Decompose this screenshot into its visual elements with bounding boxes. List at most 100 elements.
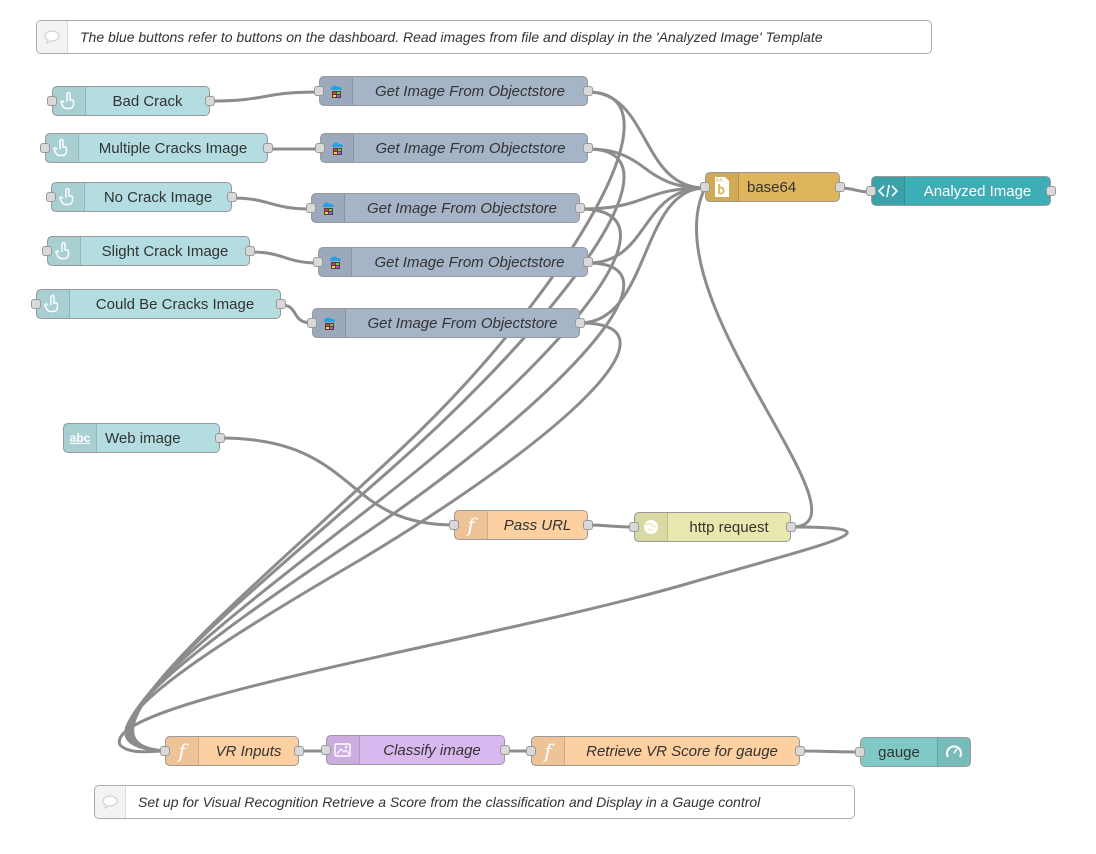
node-label: Analyzed Image (923, 182, 1032, 200)
cloud-storage-icon (312, 194, 345, 222)
objectstore-node-3[interactable]: Get Image From Objectstore (306, 193, 585, 223)
output-port[interactable] (294, 746, 304, 756)
hand-pointer-icon (46, 134, 79, 162)
input-port[interactable] (46, 192, 56, 202)
comment-top-label: The blue buttons refer to buttons on the… (80, 29, 823, 45)
output-port[interactable] (276, 299, 286, 309)
input-port[interactable] (40, 143, 50, 153)
abc-icon: abc (64, 424, 97, 452)
node-label: Pass URL (503, 516, 572, 534)
input-port[interactable] (306, 203, 316, 213)
output-port[interactable] (205, 96, 215, 106)
input-port[interactable] (47, 96, 57, 106)
button-node-slight-crack[interactable]: Slight Crack Image (42, 236, 255, 266)
function-icon: f (532, 737, 565, 765)
output-port[interactable] (1046, 186, 1056, 196)
wire-http-vr (118, 525, 849, 754)
wire-obj2-base64 (587, 147, 706, 190)
input-port[interactable] (629, 522, 639, 532)
output-port[interactable] (795, 746, 805, 756)
image-icon (327, 736, 360, 764)
node-label: No Crack Image (103, 188, 213, 206)
input-port[interactable] (855, 747, 865, 757)
input-port[interactable] (307, 318, 317, 328)
gauge-node[interactable]: gauge (855, 737, 971, 767)
function-node-pass-url[interactable]: f Pass URL (449, 510, 593, 540)
node-label: http request (689, 518, 769, 536)
node-label: Could Be Cracks Image (95, 295, 255, 313)
comment-bottom[interactable]: Set up for Visual Recognition Retrieve a… (94, 785, 855, 819)
globe-icon (635, 513, 668, 541)
wire-obj4-base64 (587, 186, 706, 265)
output-port[interactable] (245, 246, 255, 256)
input-port[interactable] (314, 86, 324, 96)
input-port[interactable] (866, 186, 876, 196)
node-label: base64 (747, 178, 797, 196)
output-port[interactable] (583, 520, 593, 530)
objectstore-node-1[interactable]: Get Image From Objectstore (314, 76, 593, 106)
wire-webimage-passurl (219, 436, 455, 527)
button-node-no-crack[interactable]: No Crack Image (46, 182, 237, 212)
base64-node[interactable]: 64 base64 (700, 172, 845, 202)
output-port[interactable] (575, 203, 585, 213)
abc-icon-text: abc (69, 431, 91, 445)
text-input-node-web-image[interactable]: abc Web image (63, 423, 225, 453)
comment-bottom-label: Set up for Visual Recognition Retrieve a… (138, 794, 761, 810)
speech-bubble-icon (95, 786, 126, 818)
base64-icon: 64 (706, 173, 739, 201)
input-port[interactable] (321, 745, 331, 755)
template-node-analyzed-image[interactable]: Analyzed Image (866, 176, 1056, 206)
output-port[interactable] (835, 182, 845, 192)
input-port[interactable] (526, 746, 536, 756)
output-port[interactable] (215, 433, 225, 443)
node-label: Slight Crack Image (101, 242, 229, 260)
node-label: VR Inputs (215, 742, 282, 760)
cloud-storage-icon (313, 309, 346, 337)
node-label: Classify image (383, 741, 481, 759)
output-port[interactable] (500, 745, 510, 755)
wire-no-crack (231, 196, 312, 211)
input-port[interactable] (315, 143, 325, 153)
objectstore-node-5[interactable]: Get Image From Objectstore (307, 308, 585, 338)
http-request-node[interactable]: http request (629, 512, 796, 542)
button-node-could-be-cracks[interactable]: Could Be Cracks Image (31, 289, 286, 319)
output-port[interactable] (263, 143, 273, 153)
output-port[interactable] (583, 257, 593, 267)
button-node-multiple-cracks[interactable]: Multiple Cracks Image (40, 133, 273, 163)
output-port[interactable] (575, 318, 585, 328)
cloud-storage-icon (321, 134, 354, 162)
node-label: Get Image From Objectstore (374, 82, 566, 100)
objectstore-node-4[interactable]: Get Image From Objectstore (313, 247, 593, 277)
node-label: Bad Crack (112, 92, 183, 110)
function-node-retrieve-vr-score[interactable]: f Retrieve VR Score for gauge (526, 736, 805, 766)
visual-recognition-node-classify[interactable]: Classify image (321, 735, 510, 765)
input-port[interactable] (42, 246, 52, 256)
wire-obj1-base64 (587, 90, 706, 190)
output-port[interactable] (583, 143, 593, 153)
speech-bubble-icon (37, 21, 68, 53)
wire-passurl-http (587, 523, 635, 529)
input-port[interactable] (313, 257, 323, 267)
input-port[interactable] (700, 182, 710, 192)
cloud-storage-icon (319, 248, 352, 276)
wire-bad-crack (209, 90, 320, 103)
input-port[interactable] (31, 299, 41, 309)
output-port[interactable] (583, 86, 593, 96)
output-port[interactable] (786, 522, 796, 532)
hand-pointer-icon (52, 183, 85, 211)
node-label: Web image (105, 429, 181, 447)
objectstore-node-2[interactable]: Get Image From Objectstore (315, 133, 593, 163)
input-port[interactable] (449, 520, 459, 530)
button-node-bad-crack[interactable]: Bad Crack (47, 86, 215, 116)
node-label: Get Image From Objectstore (374, 253, 565, 271)
node-label: Get Image From Objectstore (366, 199, 558, 217)
wire-obj3-base64 (579, 186, 706, 211)
gauge-icon (937, 738, 970, 766)
function-node-vr-inputs[interactable]: f VR Inputs (160, 736, 304, 766)
input-port[interactable] (160, 746, 170, 756)
function-icon: f (166, 737, 199, 765)
hand-pointer-icon (53, 87, 86, 115)
node-label: Multiple Cracks Image (98, 139, 248, 157)
comment-top[interactable]: The blue buttons refer to buttons on the… (36, 20, 932, 54)
output-port[interactable] (227, 192, 237, 202)
